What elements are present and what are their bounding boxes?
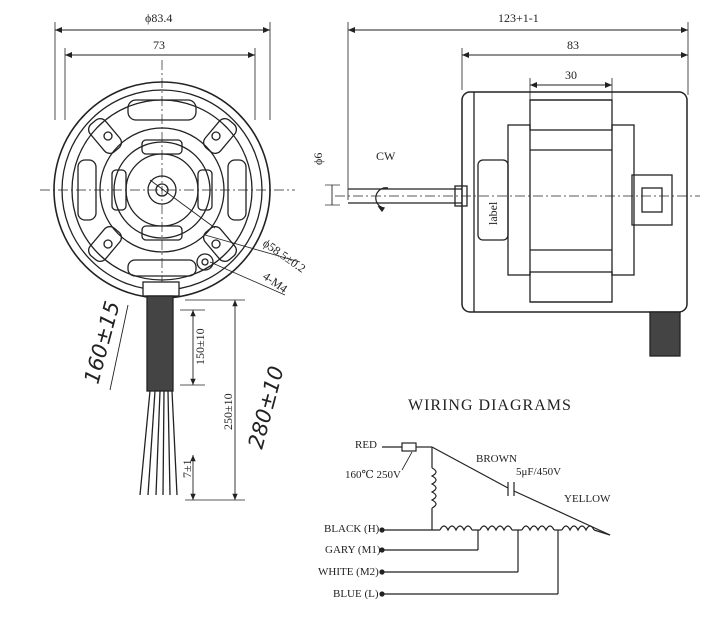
capacitor-label: 5μF/450V xyxy=(516,466,561,478)
dim-lead-length: 160±15 xyxy=(80,299,125,387)
dim-width: 73 xyxy=(153,38,165,52)
wire-blue: BLUE (L) xyxy=(333,588,379,600)
wire-brown: BROWN xyxy=(476,453,517,465)
thermal-fuse-label: 160℃ 250V xyxy=(345,469,401,481)
wiring-diagram xyxy=(379,442,611,597)
motor-label: label xyxy=(486,201,500,225)
rotation-direction: CW xyxy=(376,149,396,163)
dim-strip-length: 7±1 xyxy=(180,459,194,478)
dim-body-length: 83 xyxy=(567,38,579,52)
dim-sleeve-length: 150±10 xyxy=(193,328,207,365)
dim-wire-length: 250±10 xyxy=(221,393,235,430)
front-view xyxy=(40,22,301,501)
wiring-title: WIRING DIAGRAMS xyxy=(408,397,572,414)
dim-outer-diameter: ϕ83.4 xyxy=(145,11,172,25)
dim-mount-holes: 4-M4 xyxy=(260,269,290,296)
wire-gary: GARY (M1) xyxy=(325,544,381,556)
dim-inner-length: 30 xyxy=(565,68,577,82)
wire-yellow: YELLOW xyxy=(564,493,611,505)
wire-white: WHITE (M2) xyxy=(318,566,379,578)
dim-shaft-diameter: ϕ6 xyxy=(311,153,325,165)
wire-red: RED xyxy=(355,439,377,451)
side-view xyxy=(325,22,700,357)
wire-black: BLACK (H) xyxy=(324,523,380,535)
dim-total-length: 123+1-1 xyxy=(498,11,539,25)
dim-lead-total: 280±10 xyxy=(244,364,289,452)
